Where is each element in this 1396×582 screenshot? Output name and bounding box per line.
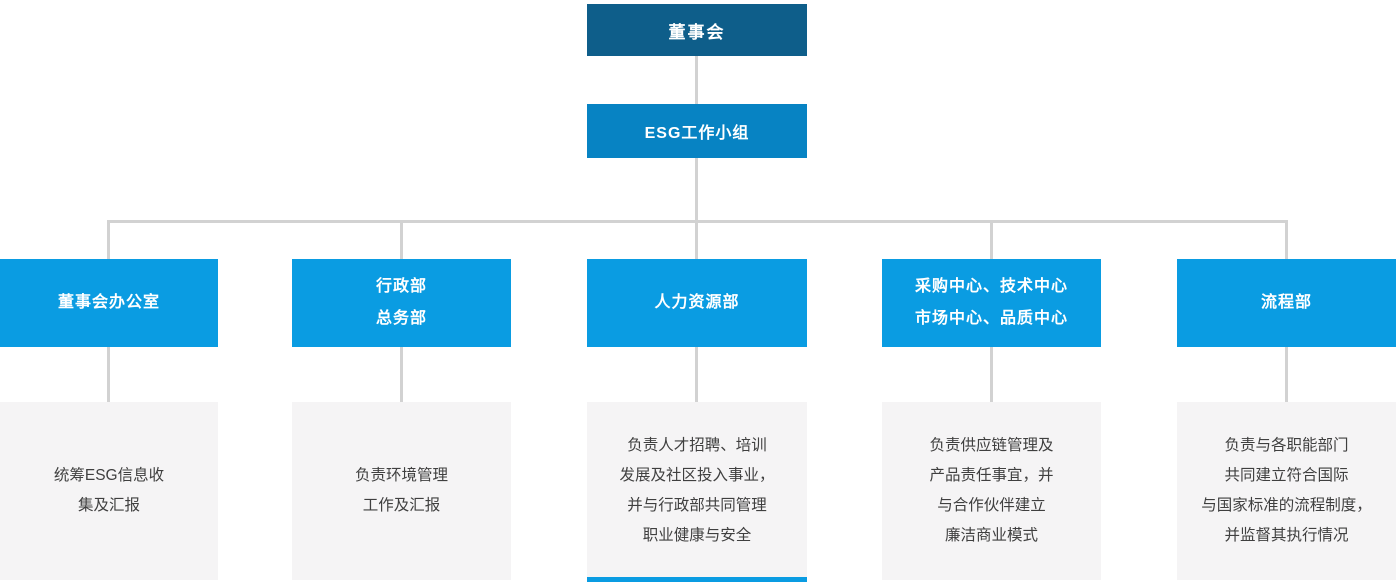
description-process-dept: 负责与各职能部门 共同建立符合国际 与国家标准的流程制度， 并监督其执行情况 bbox=[1177, 402, 1396, 580]
connector-stem-board-office bbox=[107, 347, 110, 402]
org-box-esg-group: ESG工作小组 bbox=[587, 104, 807, 158]
connector-esg-bus bbox=[695, 158, 698, 220]
connector-drop-admin bbox=[400, 220, 403, 259]
description-board-office: 统筹ESG信息收 集及汇报 bbox=[0, 402, 218, 580]
org-box-admin-general-affairs: 行政部 总务部 bbox=[292, 259, 511, 347]
connector-stem-hr bbox=[695, 347, 698, 402]
connector-drop-hr bbox=[695, 220, 698, 259]
description-admin-general-affairs: 负责环境管理 工作及汇报 bbox=[292, 402, 511, 580]
connector-stem-process bbox=[1285, 347, 1288, 402]
connector-drop-centers bbox=[990, 220, 993, 259]
org-box-process-dept: 流程部 bbox=[1177, 259, 1396, 347]
connector-stem-centers bbox=[990, 347, 993, 402]
description-human-resources: 负责人才招聘、培训 发展及社区投入事业， 并与行政部共同管理 职业健康与安全 bbox=[587, 402, 807, 580]
org-box-board: 董事会 bbox=[587, 4, 807, 56]
bottom-blue-strip bbox=[587, 577, 807, 582]
connector-stem-admin bbox=[400, 347, 403, 402]
connector-drop-board-office bbox=[107, 220, 110, 259]
description-centers: 负责供应链管理及 产品责任事宜，并 与合作伙伴建立 廉洁商业模式 bbox=[882, 402, 1101, 580]
connector-drop-process bbox=[1285, 220, 1288, 259]
org-box-human-resources: 人力资源部 bbox=[587, 259, 807, 347]
org-box-board-office: 董事会办公室 bbox=[0, 259, 218, 347]
org-box-centers: 采购中心、技术中心 市场中心、品质中心 bbox=[882, 259, 1101, 347]
connector-board-esg bbox=[695, 56, 698, 104]
